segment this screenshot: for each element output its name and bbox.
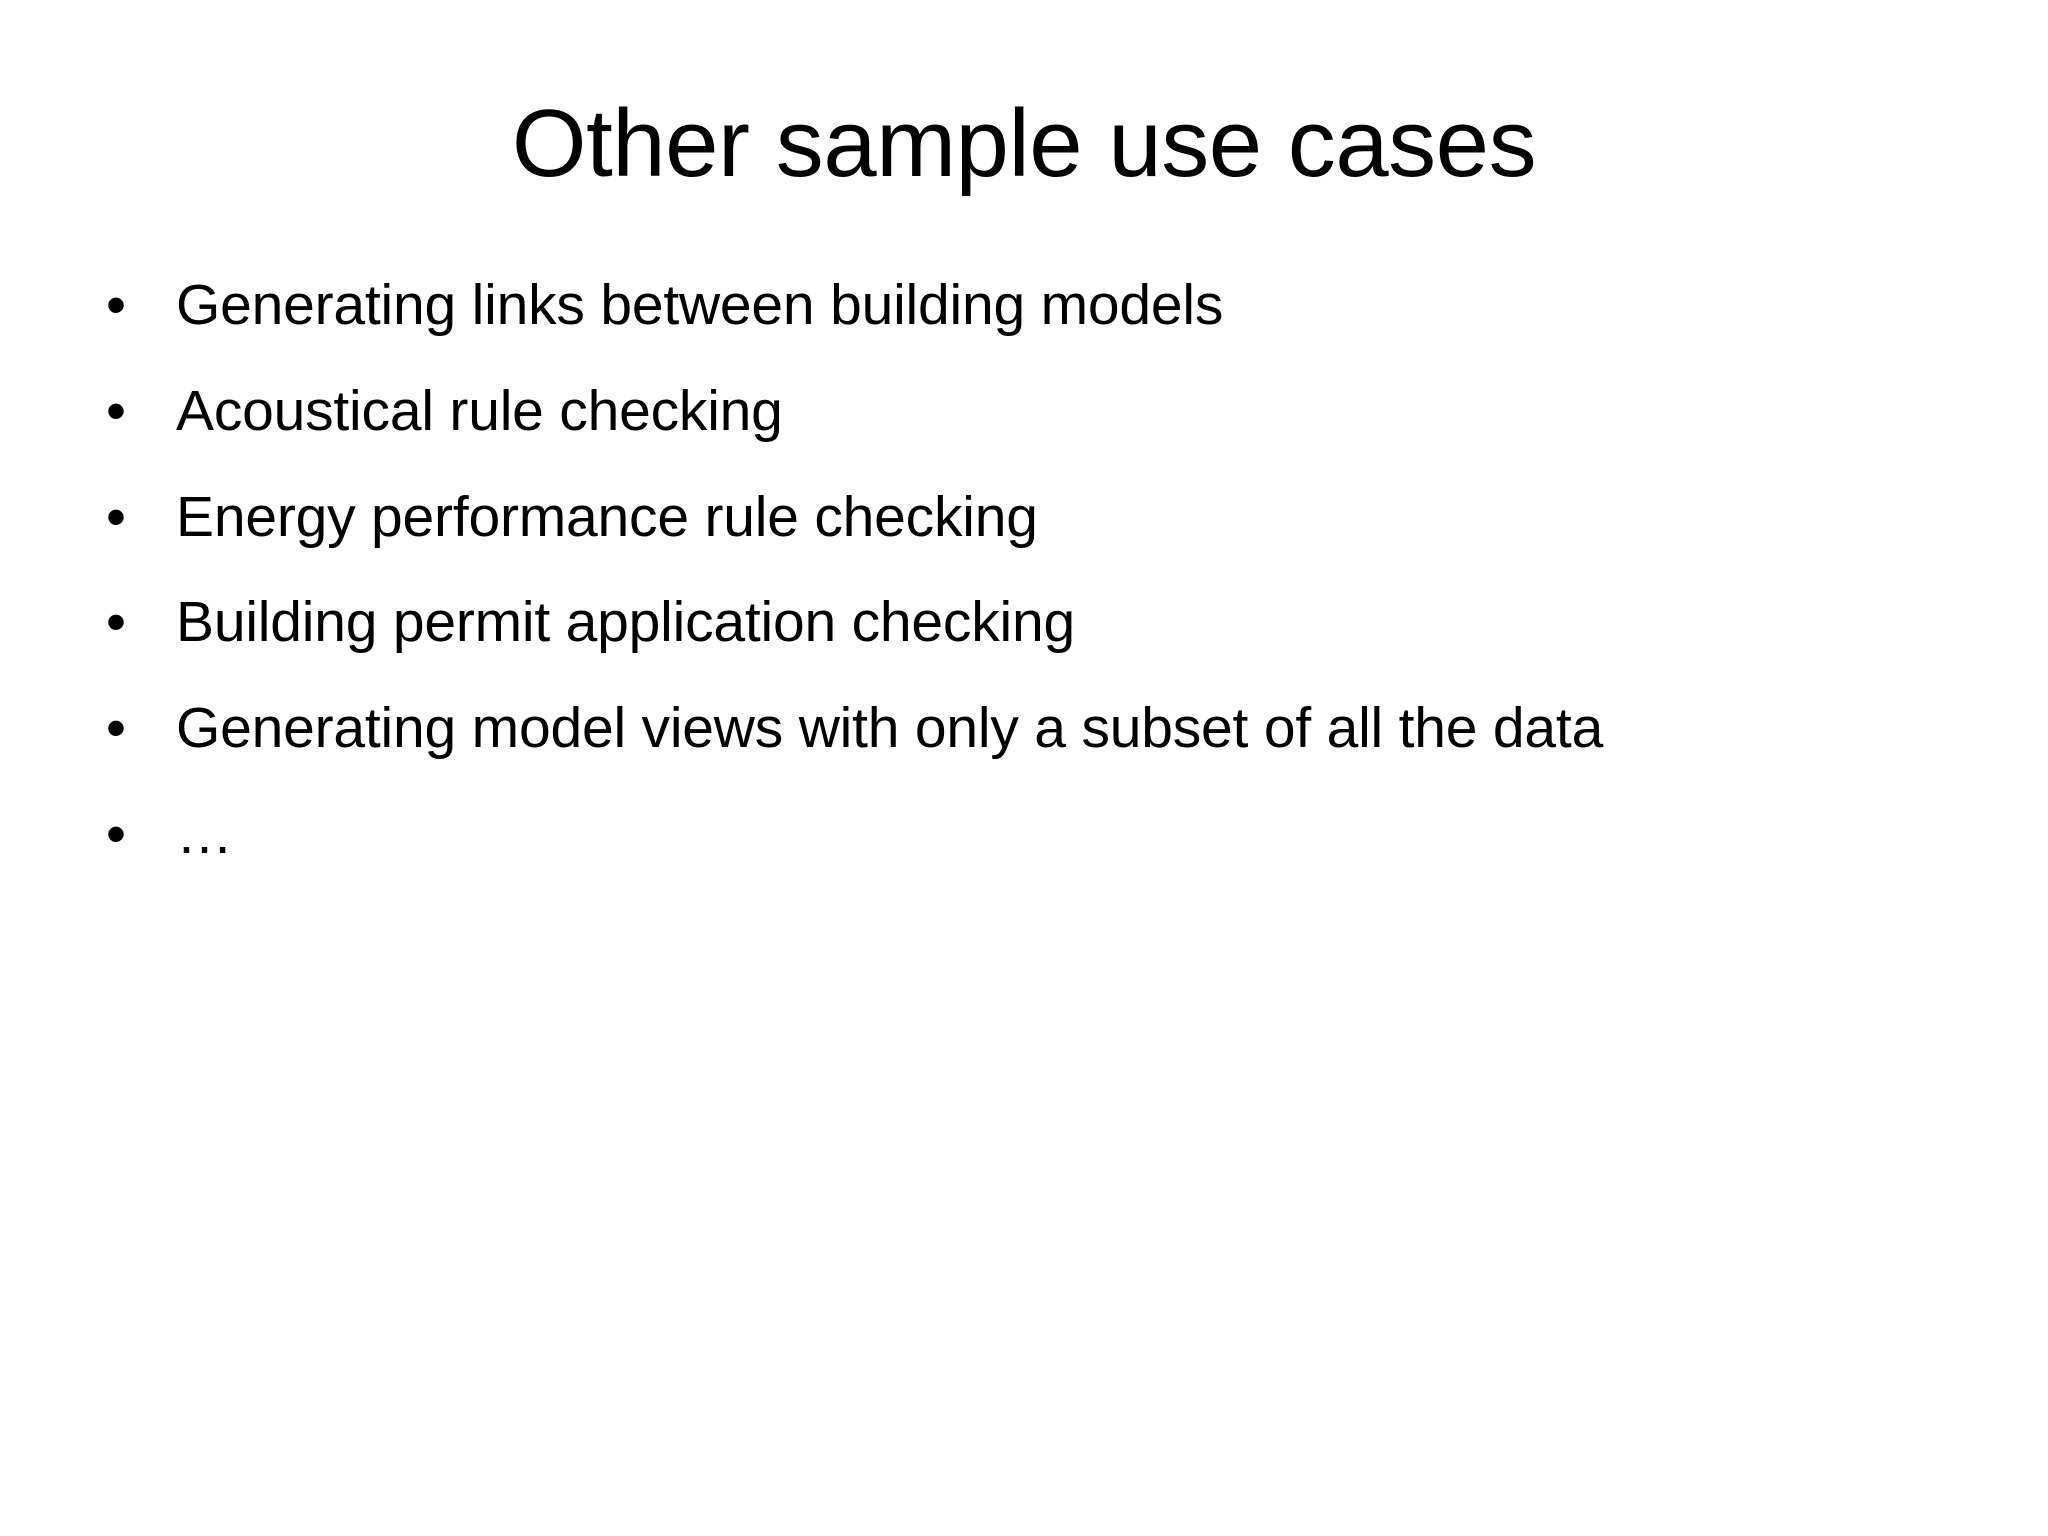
list-item-label: … [176,801,233,866]
list-item-label: Acoustical rule checking [176,378,783,443]
bullet-point-icon: • [106,696,126,761]
list-item: • Energy performance rule checking [96,480,1976,556]
bullet-point-icon: • [106,273,126,337]
bullet-point-icon: • [106,590,126,655]
list-item: • … [96,797,1976,873]
list-item: • Generating links between building mode… [96,268,1976,344]
slide-title: Other sample use cases [511,90,1537,197]
bullet-list: • Generating links between building mode… [96,268,1976,873]
list-item-label: Building permit application checking [176,590,1075,655]
list-item-label: Generating links between building models [176,273,1224,337]
bullet-point-icon: • [106,378,126,443]
list-item: • Acoustical rule checking [96,374,1976,450]
list-item: • Generating model views with only a sub… [96,691,1976,767]
bullet-point-icon: • [106,801,126,866]
list-item-label: Energy performance rule checking [176,484,1038,549]
list-item: • Building permit application checking [96,585,1976,661]
bullet-point-icon: • [106,484,126,549]
list-item-label: Generating model views with only a subse… [176,696,1604,761]
